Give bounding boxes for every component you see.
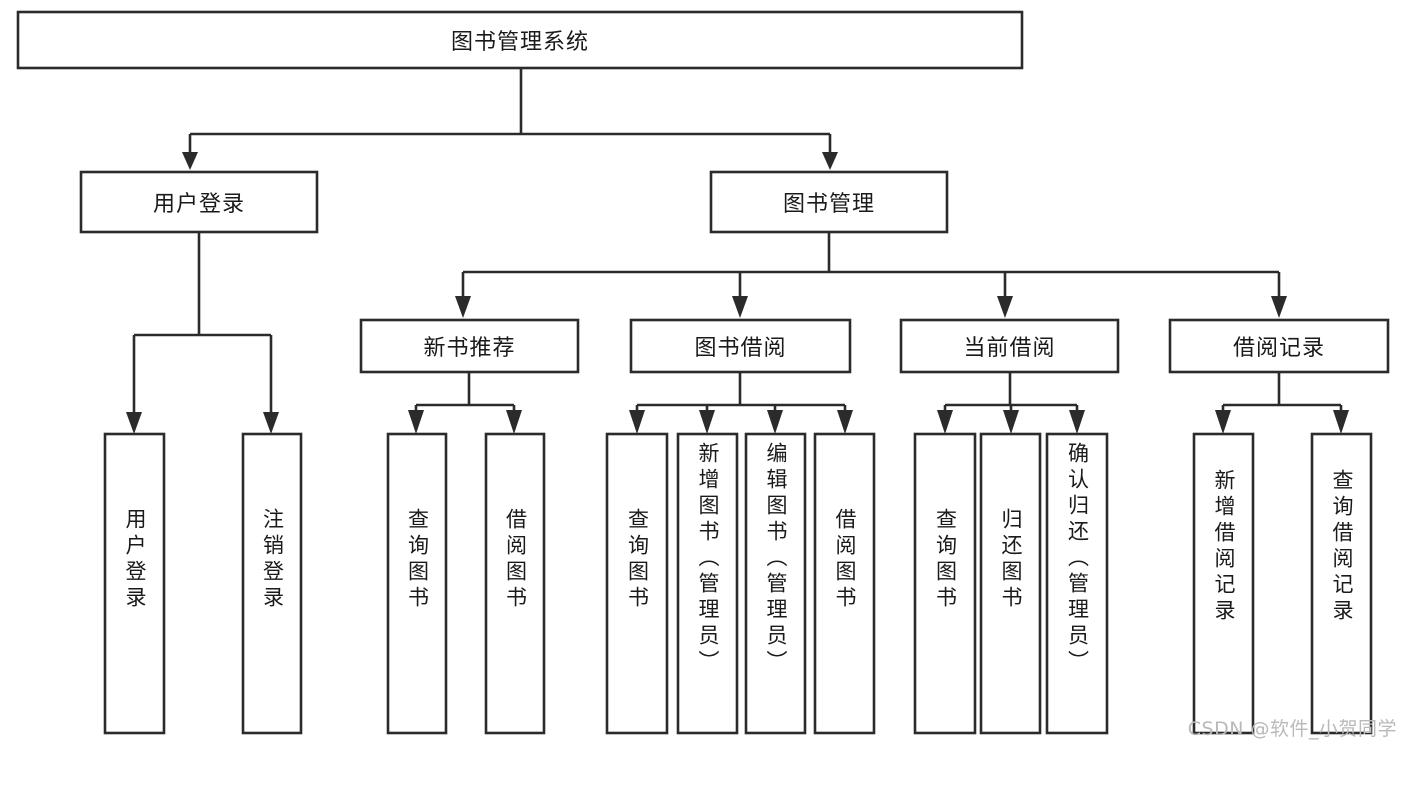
arrow-leaf-query-book-2-icon bbox=[629, 410, 645, 434]
node-book-manage-box[interactable] bbox=[709, 170, 949, 234]
node-new-book-recommend-box[interactable] bbox=[359, 318, 580, 374]
node-leaf-add-record-box[interactable] bbox=[1192, 432, 1255, 735]
arrow-to-current-borrow-icon bbox=[997, 296, 1013, 318]
arrow-leaf-borrow-book-1-icon bbox=[506, 410, 522, 434]
node-leaf-borrow-book-1-box[interactable] bbox=[484, 432, 546, 735]
node-leaf-query-book-2-box[interactable] bbox=[605, 432, 669, 735]
node-leaf-edit-book-box[interactable] bbox=[744, 432, 807, 735]
arrow-leaf-user-login-icon bbox=[126, 412, 142, 434]
arrow-leaf-query-book-1-icon bbox=[408, 410, 424, 434]
node-borrow-record-box[interactable] bbox=[1168, 318, 1390, 374]
node-user-login-box[interactable] bbox=[79, 170, 319, 234]
node-current-borrow-box[interactable] bbox=[899, 318, 1120, 374]
node-leaf-return-book-box[interactable] bbox=[979, 432, 1042, 735]
node-leaf-borrow-book-2-box[interactable] bbox=[813, 432, 876, 735]
arrow-to-borrow-record-icon bbox=[1271, 296, 1287, 318]
arrow-leaf-query-book-3-icon bbox=[937, 410, 953, 434]
arrow-leaf-logout-login-icon bbox=[263, 412, 279, 434]
arrow-leaf-confirm-return-icon bbox=[1069, 410, 1085, 434]
diagram-canvas: 图书管理系统 用户登录 图书管理 新书推荐 图书借阅 当前借阅 借阅记录 用户登… bbox=[16, 10, 1396, 740]
arrow-leaf-add-record-icon bbox=[1215, 410, 1231, 434]
arrow-to-book-manage-icon bbox=[822, 152, 838, 170]
tree-svg bbox=[16, 10, 1390, 735]
node-leaf-query-record-box[interactable] bbox=[1310, 432, 1373, 735]
arrow-leaf-edit-book-icon bbox=[767, 410, 783, 434]
node-root-box[interactable] bbox=[16, 10, 1024, 70]
node-leaf-query-book-1-box[interactable] bbox=[386, 432, 448, 735]
arrow-to-book-borrow-icon bbox=[732, 296, 748, 318]
node-leaf-add-book-box[interactable] bbox=[676, 432, 739, 735]
node-leaf-query-book-3-box[interactable] bbox=[913, 432, 977, 735]
node-leaf-user-login-box[interactable] bbox=[103, 432, 166, 735]
arrow-leaf-add-book-icon bbox=[699, 410, 715, 434]
arrow-to-new-book-recommend-icon bbox=[455, 296, 471, 318]
arrow-leaf-return-book-icon bbox=[1003, 410, 1019, 434]
node-leaf-logout-login-box[interactable] bbox=[241, 432, 303, 735]
arrow-leaf-query-record-icon bbox=[1333, 410, 1349, 434]
arrow-to-user-login-icon bbox=[182, 152, 198, 170]
node-leaf-confirm-return-box[interactable] bbox=[1045, 432, 1109, 735]
node-book-borrow-box[interactable] bbox=[629, 318, 852, 374]
arrow-leaf-borrow-book-2-icon bbox=[837, 410, 853, 434]
